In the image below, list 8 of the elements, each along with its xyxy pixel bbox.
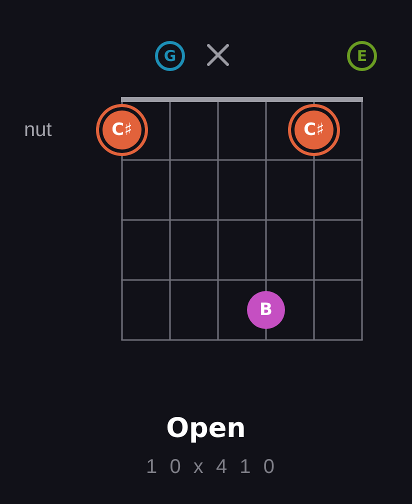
root-note-marker: C♯ [96, 104, 148, 156]
open-string-marker: G [155, 41, 185, 71]
fingering-text: 1 0 x 4 1 0 [146, 456, 278, 479]
root-note-marker: C♯ [288, 104, 340, 156]
finger-marker: B [247, 291, 285, 329]
chord-name-title: Open [166, 413, 246, 444]
open-string-marker: E [347, 41, 377, 71]
nut-label: nut [24, 119, 52, 142]
